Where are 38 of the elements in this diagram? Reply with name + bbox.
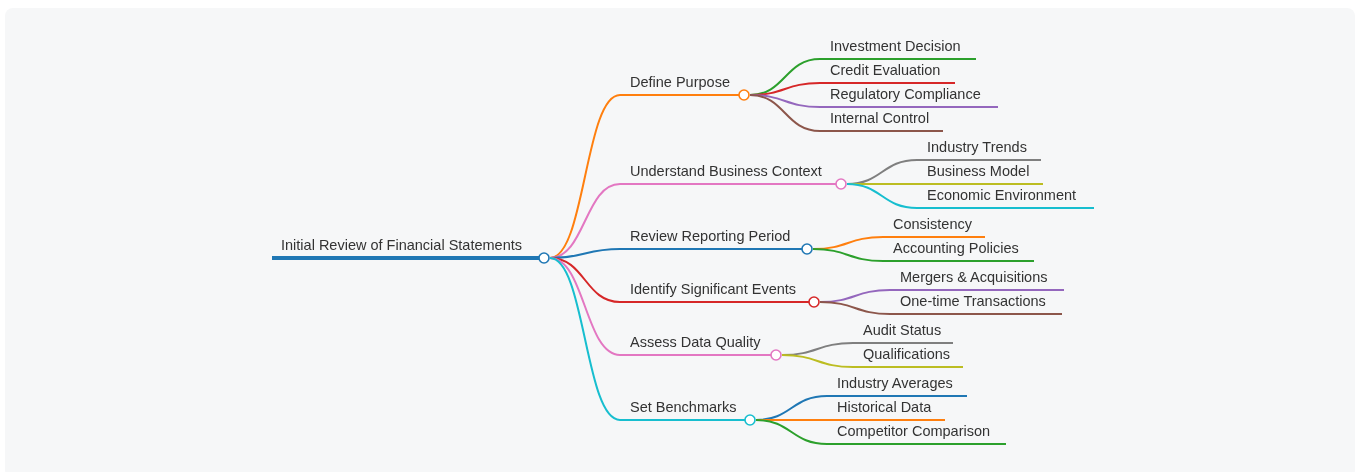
topic-label: Define Purpose (630, 73, 730, 91)
branch-topic (620, 400, 756, 426)
topic-label: Internal Control (830, 109, 930, 127)
topic-label: Investment Decision (830, 37, 961, 55)
topic-label: Set Benchmarks (630, 398, 737, 416)
branch-topic (620, 229, 813, 255)
topic-label: Qualifications (863, 345, 951, 363)
branch-topic (620, 75, 750, 101)
branch-connector (812, 248, 884, 262)
topic-label: Regulatory Compliance (830, 85, 981, 103)
branch-topic (620, 164, 847, 190)
topic-label: Industry Trends (927, 138, 1027, 156)
topic-label: Historical Data (837, 398, 932, 416)
topic-label: Credit Evaluation (830, 61, 941, 79)
topic-label: Audit Status (863, 321, 942, 339)
topic-label: Economic Environment (927, 186, 1077, 204)
root-topic (272, 238, 550, 264)
topic-label: Review Reporting Period (630, 227, 791, 245)
topic-label: Competitor Comparison (837, 422, 991, 440)
topic-label: Accounting Policies (893, 239, 1019, 257)
topic-label: Mergers & Acquisitions (900, 268, 1048, 286)
topic-label: Business Model (927, 162, 1030, 180)
branch-topic (620, 335, 782, 361)
topic-label: Understand Business Context (630, 162, 822, 180)
branch-topic (620, 282, 820, 308)
branch-connector (781, 354, 854, 368)
topic-label: Initial Review of Financial Statements (281, 236, 522, 254)
branch-connector (819, 301, 891, 315)
topic-label: Assess Data Quality (630, 333, 761, 351)
branch-connector (549, 94, 621, 259)
branch-connector (846, 183, 918, 209)
topic-label: Industry Averages (837, 374, 953, 392)
topic-label: Consistency (893, 215, 972, 233)
topic-label: One-time Transactions (900, 292, 1046, 310)
topic-label: Identify Significant Events (630, 280, 797, 298)
branch-connector (549, 257, 621, 421)
branch-connector (749, 94, 821, 132)
branch-connector (755, 419, 828, 445)
